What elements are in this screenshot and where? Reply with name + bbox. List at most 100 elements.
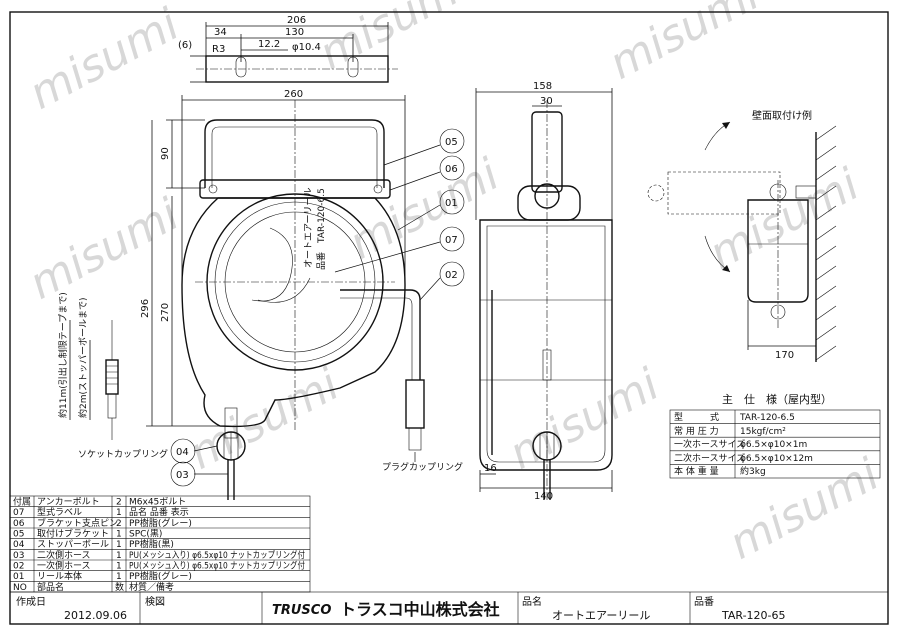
plug-coupling-label: プラグカップリング [382,461,463,473]
created-date: 2012.09.06 [64,609,127,622]
part-name: ブラケット支点ピン [37,517,118,529]
part-qty: 1 [116,540,122,550]
dim-offset-16: 16 [484,463,497,474]
dim-body-height: 270 [160,303,171,322]
reel-label-code: 品番 TAR-120-6.5 [315,188,327,270]
reel-label-name: オートエアーリール [303,188,314,268]
dim-width: 260 [284,89,303,100]
dim-side-width: 158 [533,81,552,92]
part-material: PP樹脂(グレー) [129,570,192,582]
callout-03: 03 [176,470,189,481]
created-label: 作成日 [16,596,46,608]
dim-pitch: 130 [285,27,304,38]
spec-value: 約3kg [740,465,766,477]
parts-header-name: 部品名 [37,581,64,593]
part-material: PU(メッシュ入り) φ6.5xφ10 ナットカップリング付 [129,549,305,561]
dim-overall: 206 [287,15,306,26]
part-qty: 1 [116,508,122,518]
part-qty: 1 [116,530,122,540]
part-material: SPC(黒) [129,529,162,540]
part-no: 05 [13,530,24,540]
part-no: 付属 [13,497,31,508]
reel-front-view: オートエアーリール 品番 TAR-120-6.5 260 90 296 270 … [140,89,463,500]
hose-length-note: 約11m(引出し制限テープまで) [57,292,69,418]
parts-header-qty: 数 [115,581,124,593]
stopper-length-note: 約2m(ストッパーボールまで) [77,297,89,418]
parts-header-material: 材質／備考 [129,581,174,593]
spec-key: 二次ホースサイズ [674,452,745,464]
callout-06: 06 [445,164,458,175]
dim-slot: 12.2 [258,39,280,50]
callout-02: 02 [445,270,458,281]
part-material: 品名 品番 表示 [129,506,189,518]
part-qty: 2 [116,498,122,508]
part-qty: 1 [116,562,122,572]
callout-05: 05 [445,137,458,148]
bracket-top-view: 206 34 130 12.2 φ10.4 R3 (6) [178,15,398,83]
dim-arm: 30 [540,96,553,107]
part-no: 04 [13,540,25,550]
dim-hole: φ10.4 [292,42,321,53]
part-no: 07 [13,508,24,518]
callout-group: 05 06 01 07 02 04 03 [170,128,465,487]
company-name: トラスコ中山株式会社 [340,600,500,619]
spec-table: 主 仕 様（屋内型） 型 式 TAR-120-6.5 常 用 圧 力 15kgf… [669,392,881,479]
part-qty: 2 [116,519,122,529]
parts-list: 付属 アンカーボルト 2 M6x45ボルト 07 型式ラベル 1 品名 品番 表… [9,495,311,593]
spec-value: 15kgf/cm² [740,427,786,437]
part-qty: 1 [116,572,122,582]
part-name: 取付けブラケット [37,528,109,540]
mount-title: 壁面取付け例 [752,109,812,122]
dim-total-height: 296 [140,299,151,318]
mount-dim: 170 [775,350,794,361]
dim-base: 140 [534,491,553,502]
watermark-text: misumi [21,0,188,120]
part-name: 型式ラベル [37,506,82,518]
spec-value: φ6.5×φ10×1m [740,440,807,450]
part-name: ストッパーボール [37,539,109,550]
watermark-text: misumi [501,359,668,480]
product-code: TAR-120-65 [721,609,786,622]
approval-label: 検図 [145,595,165,608]
part-no: 03 [13,551,24,561]
watermark-text: misumi [701,159,868,280]
part-name: リール本体 [37,570,82,582]
callout-04: 04 [176,447,189,458]
part-material: PP樹脂(黒) [129,538,174,550]
spec-title: 主 仕 様（屋内型） [722,392,832,406]
dim-radius: R3 [212,44,225,55]
watermark-layer: misumi misumi misumi misumi misumi misum… [21,0,888,570]
part-material: M6x45ボルト [129,497,186,508]
part-no: 02 [13,562,24,572]
part-no: 06 [13,519,25,529]
reel-side-view: 158 30 140 16 [475,81,613,502]
part-name: 一次側ホース [37,560,91,572]
parts-header-no: NO [13,583,27,593]
part-qty: 1 [116,551,122,561]
watermark-text: misumi [601,0,768,90]
spec-key: 本 体 重 量 [674,465,719,477]
watermark-text: misumi [341,149,508,270]
part-material: PP樹脂(グレー) [129,517,192,529]
dim-handle: 90 [160,147,171,160]
callout-01: 01 [445,198,458,209]
product-label: 品名 [522,595,542,608]
spec-key: 型 式 [674,411,719,423]
spec-key: 常 用 圧 力 [674,425,719,437]
title-block: 作成日 2012.09.06 検図 TRUSCO トラスコ中山株式会社 品名 オ… [9,591,889,625]
spec-value: φ6.5×φ10×12m [740,454,813,464]
dim-offset: 34 [214,27,227,38]
dim-thickness: (6) [178,40,192,51]
wall-mount-example: 壁面取付け例 170 [647,109,837,362]
code-label: 品番 [694,596,714,608]
part-material: PU(メッシュ入り) φ6.5xφ10 ナットカップリング付 [129,560,305,572]
spec-key: 一次ホースサイズ [674,438,745,450]
product-name: オートエアーリール [552,609,650,622]
socket-coupling-label: ソケットカップリング [78,448,168,460]
callout-07: 07 [445,235,458,246]
part-no: 01 [13,572,24,582]
brand-logo: TRUSCO [272,603,331,618]
socket-coupling-detail: 約11m(引出し制限テープまで) 約2m(ストッパーボールまで) ソケットカップ… [57,292,168,460]
watermark-text: misumi [21,189,188,310]
